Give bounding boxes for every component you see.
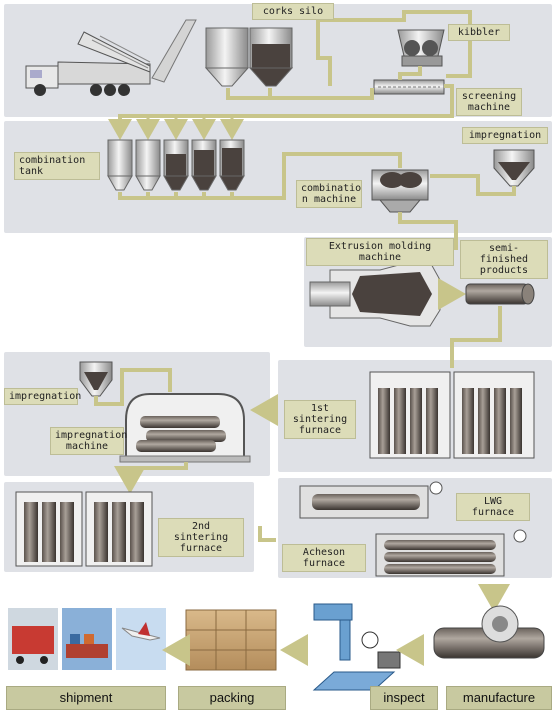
label-shipment: shipment [6,686,166,710]
extrusion-machine-unit [309,261,441,327]
kibbler-machine [397,29,445,67]
corks-silo-tanks [204,27,294,87]
impregnation-vessel [119,393,251,463]
lwg-furnace-unit [299,481,443,519]
dump-truck [25,31,151,96]
first-sintering-furnaces [369,371,535,459]
packing-crates [185,609,277,671]
label-first-sintering: 1st sintering furnace [284,400,356,439]
inspect-equipment [312,603,401,691]
label-packing: packing [178,686,286,710]
pipe-to-second-sintering [114,462,188,494]
label-extrusion-molding: Extrusion molding machine [306,238,454,266]
label-screening-machine: screening machine [456,88,522,116]
feed-chute [151,19,197,83]
impregnation-tank-top [493,149,535,187]
pipe-to-graphitizing [258,526,276,542]
label-impregnation-top: impregnation [462,127,548,144]
feed-arrows-tanks [108,118,244,140]
acheson-furnace-unit [375,529,527,577]
shipment-photos [8,608,166,670]
label-semi-finished: semi-finished products [460,240,548,279]
label-second-sintering: 2nd sintering furnace [158,518,244,557]
label-manufacture: manufacture [446,686,552,710]
pipes-section1 [118,10,472,124]
screening-machine-unit [373,79,445,95]
semi-finished-rod [465,283,535,305]
pipe-impregnation [94,368,172,406]
combination-tanks [107,139,245,191]
combination-machine-unit [371,169,429,213]
pipe-to-sintering [450,306,502,368]
label-corks-silo: corks silo [252,3,334,20]
label-combination-tank: combination tank [14,152,100,180]
pipes-section2 [118,152,516,250]
label-kibbler: kibbler [448,24,510,41]
label-lwg-furnace: LWG furnace [456,493,530,521]
label-combination-machine: combinatio n machine [296,180,362,208]
label-impregnation-left: impregnation [4,388,81,405]
impregnation-tank-left [79,361,113,397]
label-inspect: inspect [370,686,438,710]
second-sintering-furnace [15,491,153,567]
label-impregnation-machine: impregnation machine [50,427,127,455]
label-acheson-furnace: Acheson furnace [282,544,366,572]
manufacture-machine [433,605,545,659]
